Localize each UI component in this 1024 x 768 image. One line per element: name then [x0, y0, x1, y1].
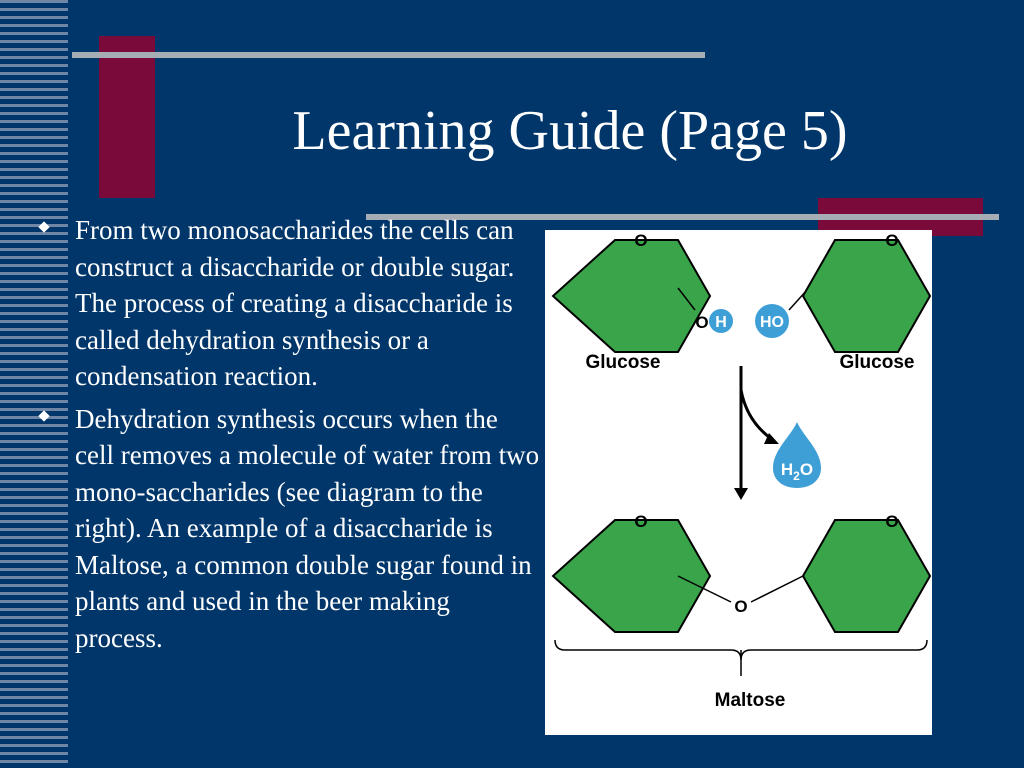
- maltose-label: Maltose: [715, 690, 786, 711]
- diamond-bullet-icon: [38, 409, 50, 422]
- maltose-ring-left: [551, 519, 712, 633]
- bond-line: [677, 575, 732, 603]
- diamond-bullet-icon: [38, 221, 50, 233]
- bullet-text: From two monosaccharides the cells can c…: [75, 215, 515, 391]
- ring-oxygen-label: O: [634, 231, 647, 250]
- water-droplet-icon: [773, 422, 821, 488]
- bullet-item: Dehydration synthesis occurs when the ce…: [38, 401, 540, 657]
- diagram-svg: O O H HO O Glucose Glucose H2O O O O: [551, 231, 932, 711]
- water-release-arrow: [739, 389, 774, 442]
- hydrogen-atom-icon: [709, 309, 733, 333]
- ring-oxygen-label: O: [885, 231, 898, 250]
- water-formula: H2O: [781, 460, 813, 483]
- arrow-head-icon: [734, 488, 748, 500]
- decorative-stripes: [0, 0, 72, 768]
- glycosidic-oxygen-label: O: [734, 597, 747, 616]
- glucose-label-left: Glucose: [586, 352, 661, 373]
- bond-line: [677, 287, 696, 311]
- ring-oxygen-label: O: [634, 512, 647, 531]
- ring-oxygen-label: O: [885, 512, 898, 531]
- glucose-label-right: Glucose: [840, 352, 915, 373]
- arrow-head-icon: [764, 433, 779, 444]
- hydroxyl-label: HO: [760, 314, 784, 331]
- bullet-list: From two monosaccharides the cells can c…: [38, 212, 540, 662]
- glucose-ring-right: [801, 239, 932, 353]
- bond-line: [750, 575, 804, 603]
- hydrogen-label: H: [715, 314, 727, 331]
- hydroxyl-group-icon: [755, 304, 789, 338]
- bullet-item: From two monosaccharides the cells can c…: [38, 212, 540, 395]
- divider-top: [72, 52, 705, 58]
- hydroxyl-oxygen-label: O: [695, 313, 708, 332]
- glucose-ring-left: [551, 239, 712, 353]
- maltose-ring-right: [801, 519, 932, 633]
- dehydration-synthesis-diagram: O O H HO O Glucose Glucose H2O O O O: [545, 230, 932, 735]
- divider-middle: [366, 214, 999, 220]
- slide-title: Learning Guide (Page 5): [292, 100, 848, 162]
- accent-block-top: [99, 36, 155, 198]
- bullet-text: Dehydration synthesis occurs when the ce…: [75, 403, 540, 653]
